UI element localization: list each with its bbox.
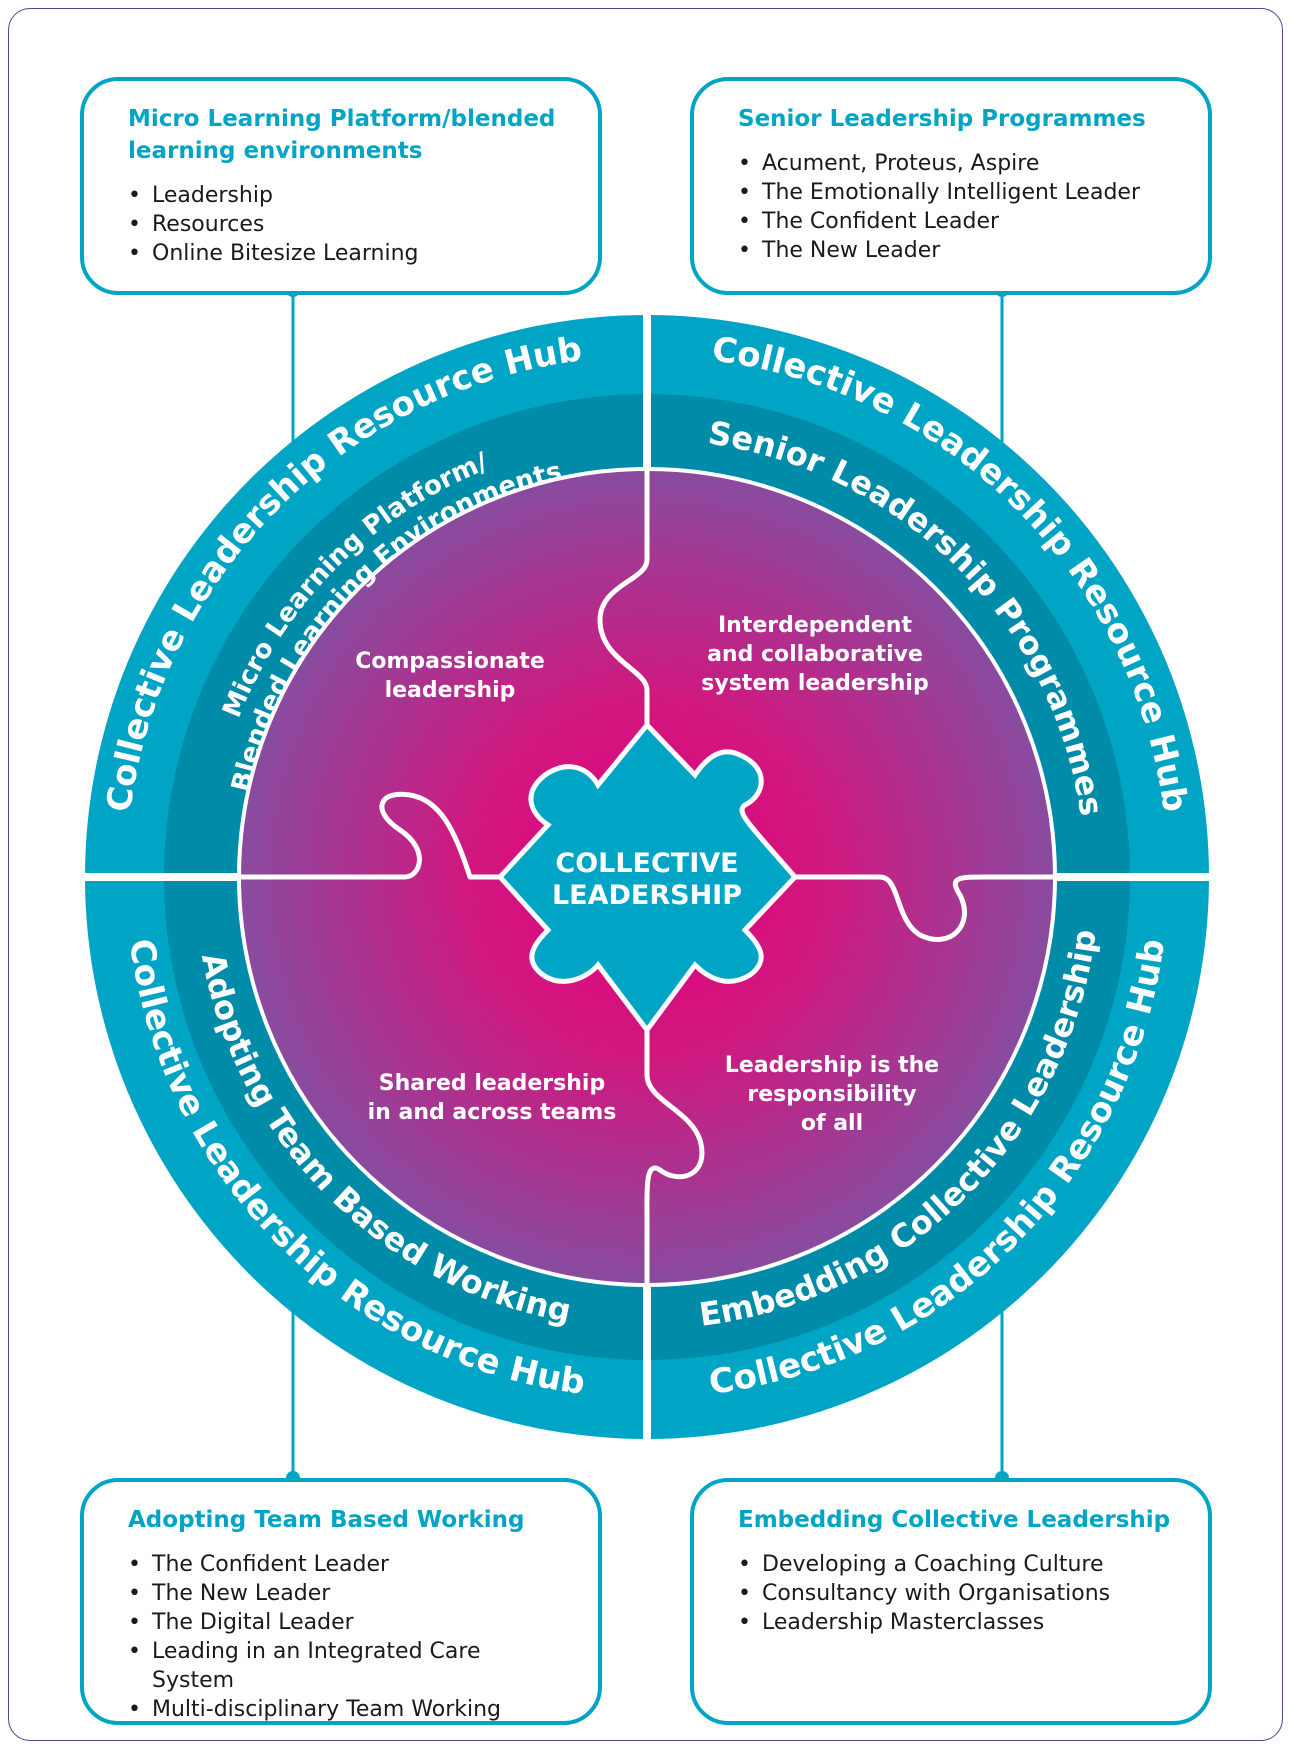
list-item: Online Bitesize Learning <box>128 239 568 268</box>
list-item: The New Leader <box>128 1579 568 1608</box>
box-top-left-title: Micro Learning Platform/blended learning… <box>128 106 556 164</box>
puzzle-text-bl-1: Shared leadership <box>379 1071 605 1096</box>
box-bottom-left: Adopting Team Based Working The Confiden… <box>80 1478 602 1725</box>
list-item: Acument, Proteus, Aspire <box>738 149 1178 178</box>
list-item: Leadership Masterclasses <box>738 1608 1178 1637</box>
box-top-right-title: Senior Leadership Programmes <box>738 106 1146 132</box>
box-bottom-left-list: The Confident Leader The New Leader The … <box>128 1550 568 1724</box>
box-top-right-list: Acument, Proteus, Aspire The Emotionally… <box>738 149 1178 265</box>
list-item: Leadership <box>128 181 568 210</box>
box-top-left: Micro Learning Platform/blended learning… <box>80 77 602 295</box>
puzzle-text-bl-2: in and across teams <box>368 1100 617 1125</box>
list-item: Resources <box>128 210 568 239</box>
list-item: Consultancy with Organisations <box>738 1579 1178 1608</box>
puzzle-text-br-2: responsibility <box>747 1082 916 1107</box>
puzzle-text-tr-1: Interdependent <box>718 613 912 638</box>
box-top-left-list: Leadership Resources Online Bitesize Lea… <box>128 181 568 268</box>
quadrant-separators <box>82 312 1212 1442</box>
center-puzzle-piece <box>496 721 799 1035</box>
list-item: The Digital Leader <box>128 1608 568 1637</box>
box-bottom-right-list: Developing a Coaching Culture Consultanc… <box>738 1550 1178 1637</box>
puzzle-text-tl-1: Compassionate <box>355 649 545 674</box>
list-item: The Emotionally Intelligent Leader <box>738 178 1178 207</box>
list-item: Developing a Coaching Culture <box>738 1550 1178 1579</box>
puzzle-text-br-1: Leadership is the <box>725 1053 939 1078</box>
box-bottom-right: Embedding Collective Leadership Developi… <box>690 1478 1212 1725</box>
center-text-2: LEADERSHIP <box>552 880 742 911</box>
puzzle-text-tr-3: system leadership <box>701 671 928 696</box>
center-text-1: COLLECTIVE <box>555 848 738 879</box>
box-bottom-right-title: Embedding Collective Leadership <box>738 1507 1171 1533</box>
list-item: The Confident Leader <box>738 207 1178 236</box>
page-frame <box>8 8 1283 1741</box>
puzzle-text-br-3: of all <box>801 1111 863 1136</box>
list-item: Leading in an Integrated Care System <box>128 1637 568 1695</box>
box-top-right: Senior Leadership Programmes Acument, Pr… <box>690 77 1212 295</box>
list-item: The New Leader <box>738 236 1178 265</box>
puzzle-text-tl-2: leadership <box>385 678 516 703</box>
puzzle-seams <box>240 470 1054 1284</box>
list-item: The Confident Leader <box>128 1550 568 1579</box>
box-bottom-left-title: Adopting Team Based Working <box>128 1507 525 1533</box>
list-item: Multi-disciplinary Team Working <box>128 1695 568 1724</box>
puzzle-text-tr-2: and collaborative <box>707 642 923 667</box>
